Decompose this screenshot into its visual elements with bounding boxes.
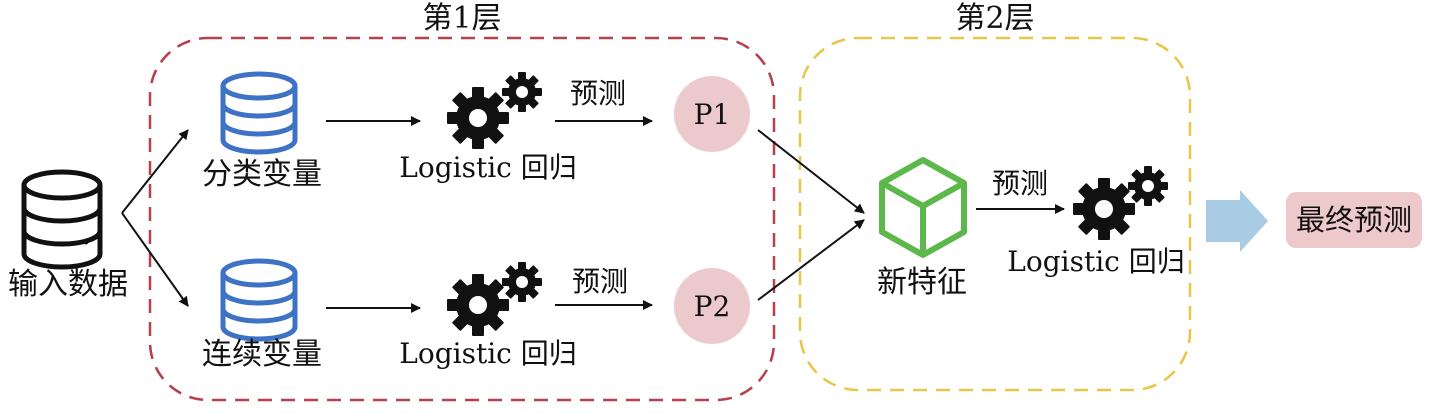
gears-icon [1073,166,1168,240]
input-fork-arrows [121,129,189,307]
layer1-title: 第1层 [422,1,502,36]
lr-label-layer2: Logistic 回归 [1007,245,1185,278]
final-prediction-label: 最终预测 [1295,203,1413,237]
gears-icon [447,262,542,336]
right-arrow-icon [1206,190,1268,252]
continuous-database-icon [220,258,298,342]
lr-label-bottom: Logistic 回归 [399,337,577,370]
cube-icon [879,157,967,258]
categorical-var-label: 分类变量 [202,157,322,192]
layer1-box [148,36,776,402]
lr-label-top: Logistic 回归 [399,151,577,184]
layer2-box [798,36,1192,392]
gears-icon [447,72,542,149]
input-data-label: 输入数据 [8,267,128,302]
new-feature-label: 新特征 [877,265,967,300]
input-database-icon [21,169,103,270]
predict-label-layer2: 预测 [991,167,1049,200]
merge-arrows [757,129,865,301]
layer2-title: 第2层 [955,1,1035,36]
p1-label: P1 [694,98,731,131]
predict-label-bottom: 预测 [571,265,629,298]
final-prediction-box [1286,192,1422,248]
p2-node [674,268,750,344]
predict-label-top: 预测 [569,77,627,110]
categorical-database-icon [220,71,298,155]
continuous-var-label: 连续变量 [202,337,322,372]
p2-label: P2 [694,290,731,323]
p1-node [674,76,750,152]
